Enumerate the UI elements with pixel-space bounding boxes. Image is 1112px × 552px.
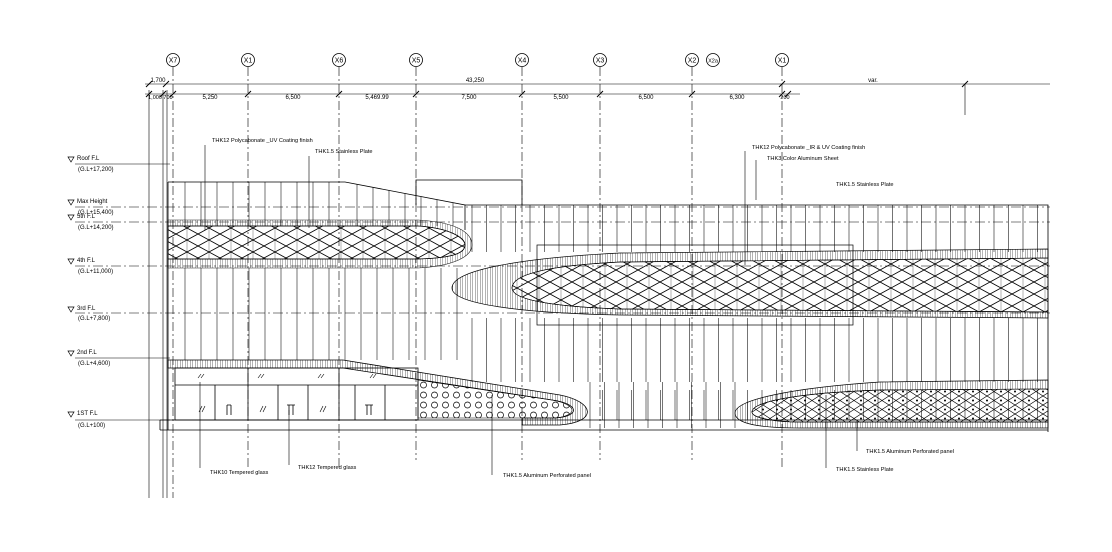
slab-lower-right — [734, 379, 1049, 429]
dim-label: 700 — [163, 95, 172, 101]
level-1st: 1ST F.L (G.L+100) — [67, 411, 170, 429]
note-aluminum-perforated-left: THK1.5 Aluminum Perforated panel — [503, 473, 591, 479]
dim-label: var. — [868, 78, 878, 84]
grid-label: X5 — [412, 58, 421, 65]
slab-upper-left — [167, 219, 473, 269]
level-elevation: (G.L+17,200) — [78, 167, 114, 173]
level-name: Roof F.L — [77, 156, 100, 162]
level-2nd: 2nd F.L (G.L+4,600) — [67, 350, 170, 367]
grid-label: X2a — [708, 59, 719, 65]
dim-label: 1,000 — [148, 95, 162, 101]
dim-label: 200 — [780, 95, 789, 101]
annotations: THK12 Polycabonate _UV Coating finish TH… — [210, 138, 954, 479]
dim-label: 7,500 — [461, 95, 477, 101]
dimension-chains — [145, 80, 1050, 115]
dim-label: 1,700 — [150, 78, 166, 84]
level-name: 3rd F.L — [77, 306, 96, 312]
level-elevation: (G.L+15,400) — [78, 210, 114, 216]
grid-label: X4 — [518, 58, 527, 65]
level-name: 1ST F.L — [77, 411, 98, 417]
note-polycarbonate-ir-uv: THK12 Polycabonate _IR & UV Coating fini… — [752, 145, 865, 151]
dimension-labels: 1,700 43,250 var. 1,000 700 5,250 6,500 … — [148, 78, 878, 101]
left-extent-lines — [148, 90, 168, 498]
level-elevation: (G.L+100) — [78, 423, 105, 429]
slab-right-large — [451, 248, 1049, 319]
level-roof: Roof F.L (G.L+17,200) — [67, 156, 170, 173]
level-name: 4th F.L — [77, 258, 96, 264]
note-aluminum-perforated-right: THK1.5 Aluminum Perforated panel — [866, 449, 954, 455]
note-stainless-plate-bottom: THK1.5 Stainless Plate — [836, 467, 894, 473]
level-elevation: (G.L+7,800) — [78, 316, 110, 322]
level-elevation: (G.L+4,600) — [78, 361, 110, 367]
grid-bubble-x1-a: X1 — [241, 53, 255, 67]
grid-bubble-x2: X2 — [685, 53, 699, 67]
note-tempered-glass-12: THK12 Tempered glass — [298, 465, 357, 471]
level-max-height: Max Height (G.L+15,400) — [67, 199, 1050, 216]
leader-lines — [199, 145, 858, 475]
dim-label: 5,250 — [202, 95, 218, 101]
level-elevation: (G.L+11,000) — [78, 269, 113, 275]
grid-label: X2 — [688, 58, 697, 65]
level-elevation: (G.L+14,200) — [78, 225, 114, 231]
grid-label: X6 — [335, 58, 344, 65]
dim-label: 43,250 — [466, 78, 485, 84]
grid-axis-bubbles: X7 X1 X6 X5 X4 X3 X2 X2a — [166, 53, 789, 67]
grid-bubble-x4: X4 — [515, 53, 529, 67]
grid-bubble-x1-b: X1 — [775, 53, 789, 67]
grid-label: X1 — [244, 58, 253, 65]
note-stainless-plate-right: THK1.5 Stainless Plate — [836, 182, 894, 188]
dim-label: 5,500 — [553, 95, 569, 101]
dim-label: 6,300 — [729, 95, 745, 101]
dim-label: 6,500 — [638, 95, 654, 101]
note-polycarbonate-uv: THK12 Polycabonate _UV Coating finish — [212, 138, 313, 144]
grid-bubble-x3: X3 — [593, 53, 607, 67]
slab-lower-left — [167, 359, 588, 426]
dim-label: 6,500 — [285, 95, 301, 101]
grid-label: X7 — [169, 58, 178, 65]
grid-bubble-x2a: X2a — [706, 53, 720, 67]
grid-bubble-x7: X7 — [166, 53, 180, 67]
note-stainless-plate-left: THK1.5 Stainless Plate — [315, 149, 373, 155]
level-name: Max Height — [77, 199, 108, 205]
level-name: 5th F.L — [77, 214, 96, 220]
note-color-aluminum-sheet: THK3 Color Aluminum Sheet — [767, 156, 839, 162]
grid-label: X1 — [778, 58, 787, 65]
level-name: 2nd F.L — [77, 350, 97, 356]
grid-bubble-x5: X5 — [409, 53, 423, 67]
note-tempered-glass-10: THK10 Tempered glass — [210, 470, 269, 476]
grid-bubble-x6: X6 — [332, 53, 346, 67]
grid-label: X3 — [596, 58, 605, 65]
dim-label: 5,469.99 — [365, 95, 389, 101]
